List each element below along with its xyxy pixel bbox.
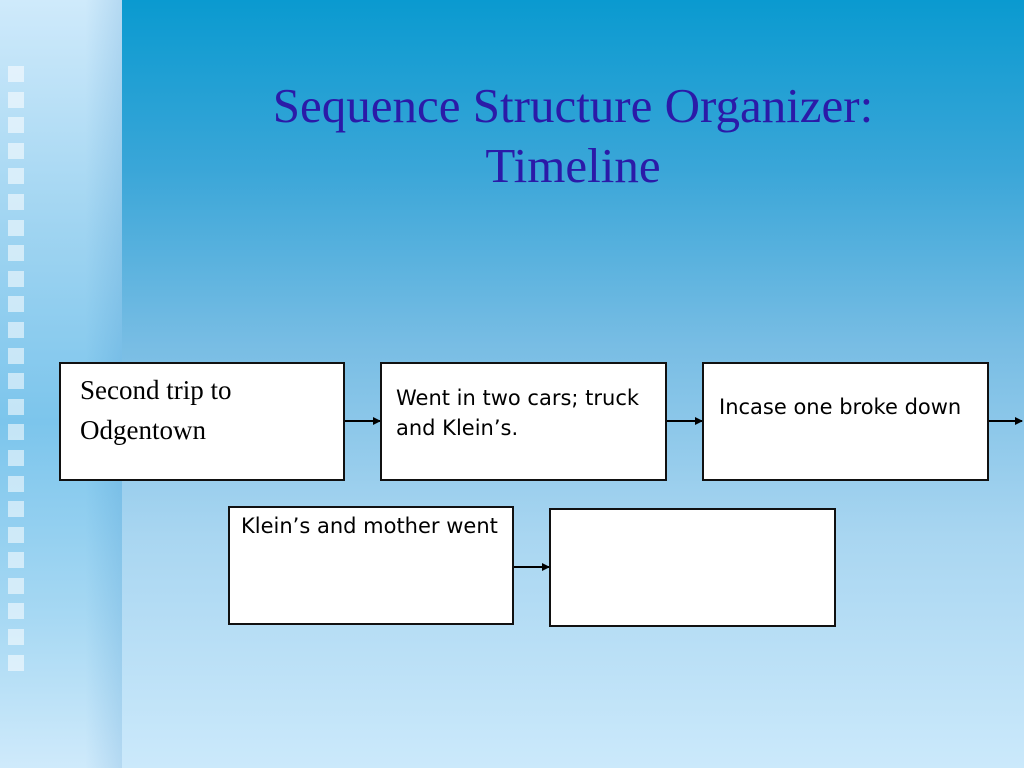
timeline-box-2-text: Went in two cars; truck and Klein’s. xyxy=(396,386,640,440)
timeline-box-4: Klein’s and mother went xyxy=(228,506,514,625)
timeline-box-3: Incase one broke down xyxy=(702,362,989,481)
title-line-2: Timeline xyxy=(485,138,661,193)
title-line-1: Sequence Structure Organizer: xyxy=(272,78,874,133)
timeline-box-5 xyxy=(549,508,836,627)
slide-title: Sequence Structure Organizer: Timeline xyxy=(122,76,1024,196)
timeline-box-2: Went in two cars; truck and Klein’s. xyxy=(380,362,667,481)
sidebar-squares xyxy=(8,66,26,680)
timeline-box-4-text: Klein’s and mother went xyxy=(241,514,498,538)
timeline-box-1-text: Second trip to Odgentown xyxy=(80,375,232,445)
timeline-box-1: Second trip to Odgentown xyxy=(59,362,345,481)
timeline-box-3-text: Incase one broke down xyxy=(719,395,962,419)
